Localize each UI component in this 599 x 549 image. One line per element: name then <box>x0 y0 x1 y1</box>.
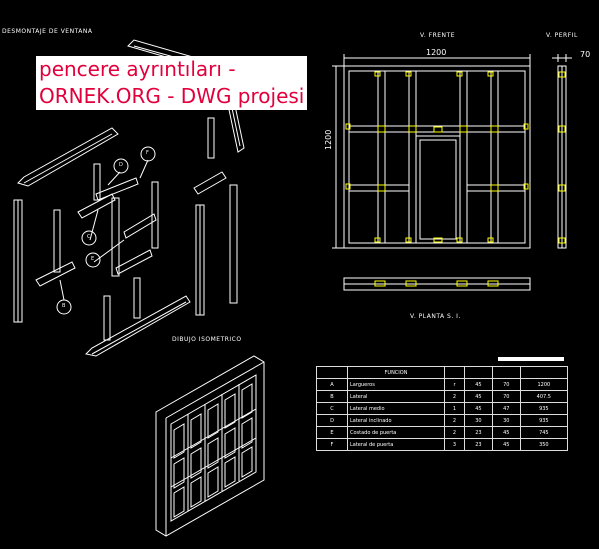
table-title-bar <box>498 357 564 361</box>
exploded-part-lower-post <box>103 295 111 341</box>
table-header-cell: FUNCION <box>347 366 445 379</box>
plan-view-title: V. PLANTA S. I. <box>410 313 461 320</box>
watermark-overlay: pencere ayrıntıları - ORNEK.ORG - DWG pr… <box>36 56 308 110</box>
exploded-part-bottom-rail <box>84 295 191 357</box>
table-cell: 45 <box>464 378 493 391</box>
exploded-part-top-right-bar <box>193 171 227 195</box>
callout-b: B <box>62 303 66 309</box>
table-cell: 45 <box>464 402 493 415</box>
table-cell: 30 <box>464 414 493 427</box>
profile-view-title: V. PERFIL <box>546 32 578 39</box>
table-cell: 350 <box>519 438 569 451</box>
table-row: C Lateral medio 1 45 47 935 <box>316 402 569 415</box>
table-cell: 47 <box>491 402 521 415</box>
table-row: D Lateral inclinado 2 30 30 935 <box>316 414 569 427</box>
isometric-view <box>155 355 265 537</box>
table-row: A Largueros r 45 70 1200 <box>316 378 569 391</box>
joint-markers <box>345 71 566 287</box>
table-cell: Lateral medio <box>347 402 445 415</box>
exploded-part-center-post <box>111 197 120 277</box>
table-row: F Lateral de puerta 3 23 45 350 <box>316 438 569 451</box>
table-header-cell <box>519 366 569 379</box>
table-cell: A <box>316 378 348 391</box>
table-cell: Lateral <box>347 390 445 403</box>
table-cell: C <box>316 402 348 415</box>
table-cell: Costado de puerta <box>347 426 445 439</box>
callout-f: F <box>146 150 150 156</box>
table-row: B Lateral 2 45 70 407.5 <box>316 390 569 403</box>
table-cell: 45 <box>464 390 493 403</box>
dimension-width: 1200 <box>426 48 447 57</box>
exploded-part-short-bar <box>95 177 139 201</box>
table-cell: 1200 <box>519 378 569 391</box>
table-cell: Lateral de puerta <box>347 438 445 451</box>
exploded-part-short-post <box>93 163 101 201</box>
table-cell: 70 <box>491 390 521 403</box>
watermark-line-1: pencere ayrıntıları - <box>39 57 236 81</box>
exploded-part-small-post <box>207 117 215 159</box>
table-cell: 45 <box>491 438 521 451</box>
plan-view <box>343 277 531 291</box>
front-view-title: V. FRENTE <box>420 32 456 39</box>
table-cell: 2 <box>443 414 466 427</box>
exploded-part-far-right-post <box>229 184 238 304</box>
table-cell: 2 <box>443 426 466 439</box>
exploded-part-mid-post <box>53 209 61 273</box>
table-cell: 45 <box>491 426 521 439</box>
table-cell: D <box>316 414 348 427</box>
table-header-row: FUNCION <box>316 366 569 379</box>
table-cell: Largueros <box>347 378 445 391</box>
exploded-part-diagonal-bar-2 <box>123 213 157 239</box>
watermark-line-2: ORNEK.ORG - DWG projesi <box>39 84 305 108</box>
table-cell: 70 <box>491 378 521 391</box>
table-cell: E <box>316 426 348 439</box>
table-cell: F <box>316 438 348 451</box>
front-view <box>332 54 531 249</box>
table-cell: 407.5 <box>519 390 569 403</box>
table-cell: 23 <box>464 438 493 451</box>
exploded-part-upper-left-rail <box>17 127 119 187</box>
table-header-cell <box>316 366 348 379</box>
table-cell: 30 <box>491 414 521 427</box>
profile-view <box>552 54 572 249</box>
callout-d: D <box>119 162 124 168</box>
exploded-part-diagonal-bar-3 <box>115 249 153 275</box>
table-cell: 23 <box>464 426 493 439</box>
table-cell: r <box>443 378 466 391</box>
exploded-part-lower-bar <box>35 261 76 287</box>
exploded-part-lower-post-2 <box>133 277 141 319</box>
table-row: E Costado de puerta 2 23 45 745 <box>316 426 569 439</box>
callout-c: C <box>87 234 91 240</box>
parts-table: FUNCION A Largueros r 45 70 1200 B Later… <box>316 366 569 451</box>
table-cell: 935 <box>519 402 569 415</box>
table-header-cell <box>464 366 493 379</box>
table-cell: B <box>316 390 348 403</box>
table-cell: 2 <box>443 390 466 403</box>
table-cell: 3 <box>443 438 466 451</box>
table-cell: 1 <box>443 402 466 415</box>
dimension-height: 1200 <box>324 129 333 150</box>
dimension-profile-depth: 70 <box>580 50 591 59</box>
isometric-view-title: DIBUJO ISOMETRICO <box>172 336 242 343</box>
exploded-view <box>13 39 245 357</box>
exploded-part-diagonal-bar <box>77 193 116 219</box>
exploded-view-title: DESMONTAJE DE VENTANA <box>2 28 93 35</box>
table-cell: 745 <box>519 426 569 439</box>
table-header-cell <box>443 366 466 379</box>
callout-e: E <box>91 256 95 262</box>
table-cell: 935 <box>519 414 569 427</box>
exploded-part-center-post-2 <box>151 181 159 249</box>
table-cell: Lateral inclinado <box>347 414 445 427</box>
table-header-cell <box>491 366 521 379</box>
